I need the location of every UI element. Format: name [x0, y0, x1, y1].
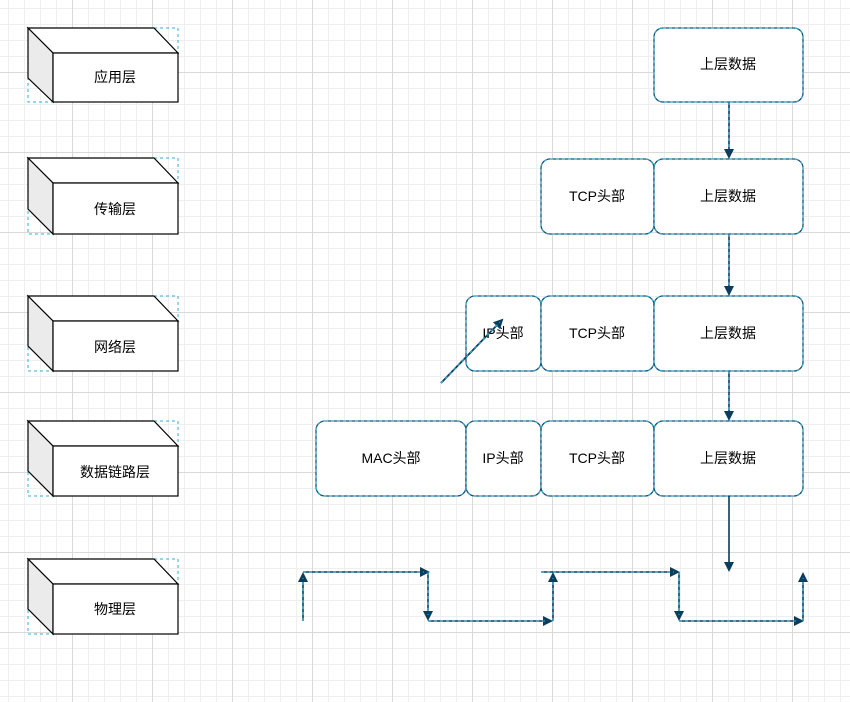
layer-label-datalink: 数据链路层	[80, 464, 150, 480]
tcp-header-label: TCP头部	[569, 188, 625, 204]
cube-front-face	[52, 583, 179, 635]
cube-top-face	[26, 157, 180, 184]
layer-label-application: 应用层	[94, 69, 136, 85]
signal-selection	[302, 571, 804, 622]
layer-physical[interactable]: 物理层	[26, 557, 180, 636]
row-datalink: MAC头部 IP头部 TCP头部 上层数据	[315, 420, 804, 497]
cube-top-face	[26, 420, 180, 447]
row-network: IP头部 TCP头部 上层数据	[465, 295, 804, 372]
upper-data-label: 上层数据	[700, 450, 756, 466]
cube-front-face	[52, 52, 179, 103]
upper-data-label: 上层数据	[700, 325, 756, 341]
cube-top-face	[26, 27, 180, 54]
upper-data-label: 上层数据	[700, 188, 756, 204]
cube-front-face	[52, 445, 179, 497]
selection-outline	[465, 295, 542, 372]
tcp-header-label: TCP头部	[569, 325, 625, 341]
layer-label-transport: 传输层	[94, 201, 136, 217]
mac-header-label: MAC头部	[361, 450, 420, 466]
row-application: 上层数据	[653, 27, 804, 103]
diagonal-arrow-selection	[440, 321, 501, 384]
tcp-header-label: TCP头部	[569, 450, 625, 466]
physical-signal[interactable]	[298, 567, 808, 626]
row-transport: TCP头部 上层数据	[540, 158, 804, 235]
layer-transport[interactable]: 传输层	[26, 156, 180, 236]
cube-front-face	[52, 182, 179, 235]
layer-label-network: 网络层	[94, 339, 136, 355]
upper-data-label: 上层数据	[700, 56, 756, 72]
ip-header-label: IP头部	[482, 450, 523, 466]
cube-top-face	[26, 295, 180, 322]
layer-network[interactable]: 网络层	[26, 294, 180, 373]
cube-front-face	[52, 320, 179, 372]
layer-application[interactable]: 应用层	[26, 26, 180, 104]
layer-label-physical: 物理层	[94, 601, 136, 617]
cube-top-face	[26, 558, 180, 585]
layer-datalink[interactable]: 数据链路层	[26, 419, 180, 498]
selection-outline	[465, 420, 542, 497]
